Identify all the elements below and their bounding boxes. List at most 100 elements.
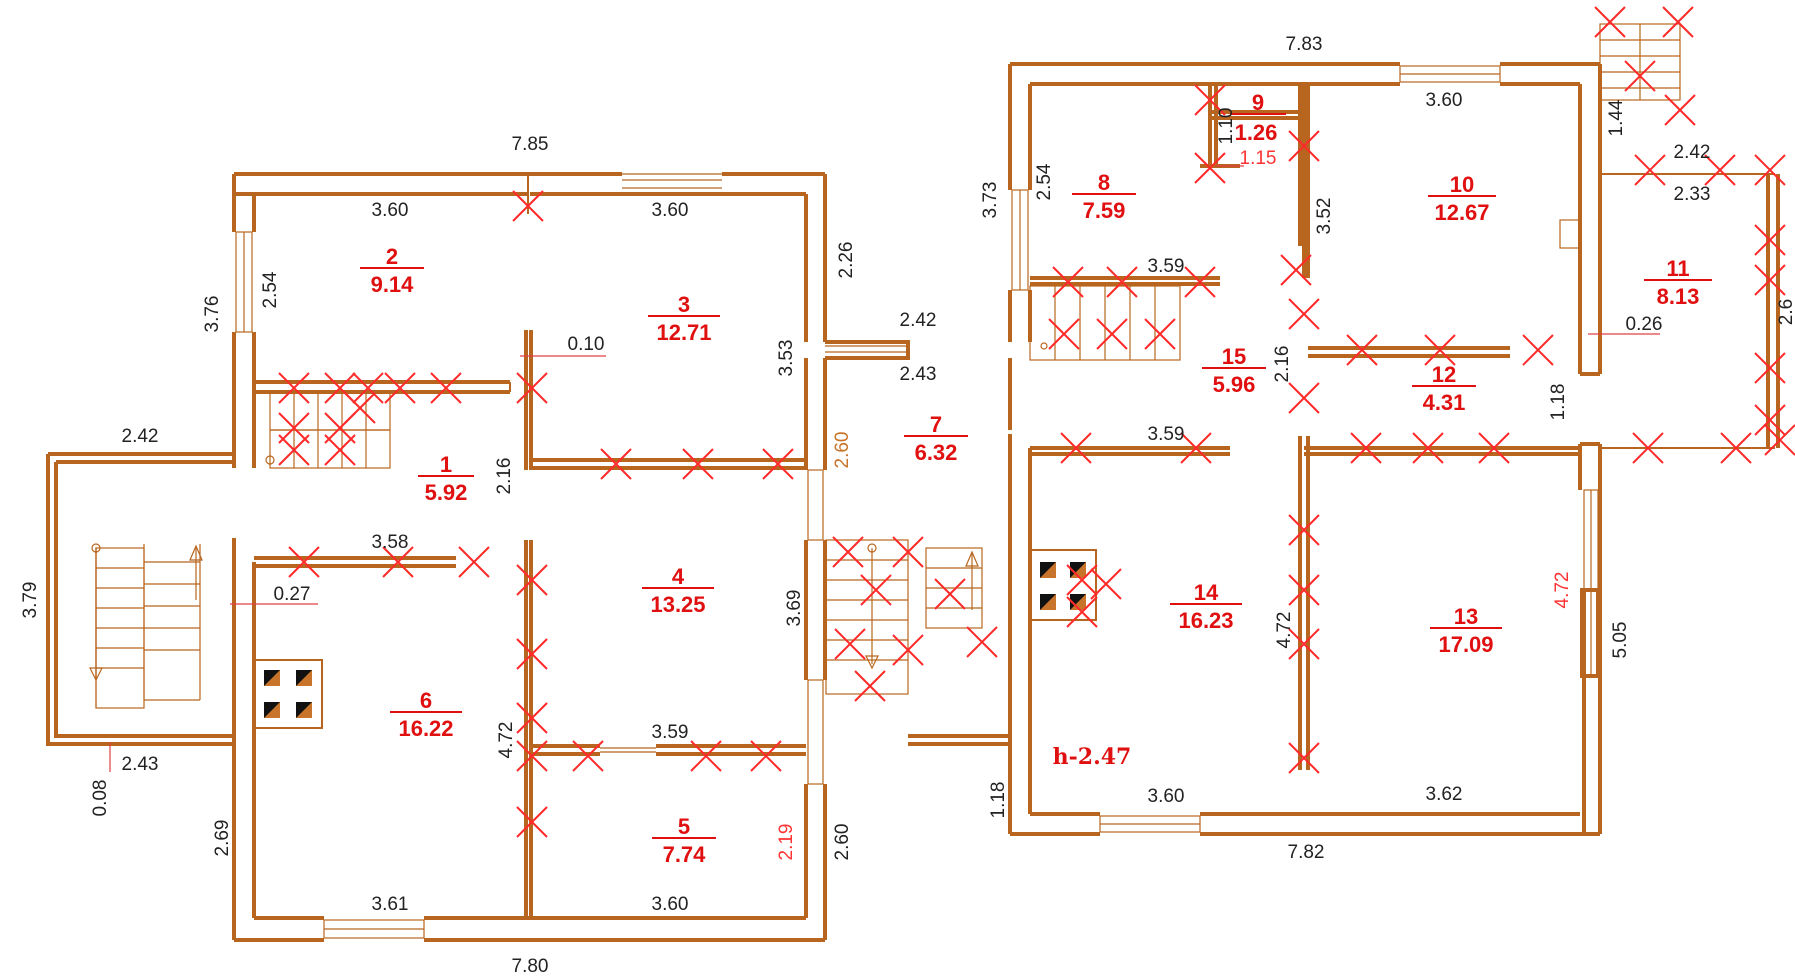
svg-text:3.59: 3.59 xyxy=(1148,256,1185,277)
svg-text:4: 4 xyxy=(672,564,685,589)
svg-text:1.18: 1.18 xyxy=(1548,384,1569,421)
cross-mark xyxy=(1184,266,1216,298)
cross-mark xyxy=(1424,334,1456,366)
svg-text:3.62: 3.62 xyxy=(1426,784,1463,805)
svg-text:10: 10 xyxy=(1450,172,1474,197)
svg-text:9: 9 xyxy=(1252,90,1264,115)
svg-text:4.72: 4.72 xyxy=(1274,612,1295,649)
cross-mark xyxy=(1288,382,1320,414)
cross-mark xyxy=(892,536,924,568)
svg-text:2.42: 2.42 xyxy=(900,310,937,331)
svg-text:3.58: 3.58 xyxy=(372,532,409,553)
cross-mark xyxy=(458,546,490,578)
cross-mark xyxy=(1754,154,1786,186)
svg-text:3.60: 3.60 xyxy=(372,200,409,221)
svg-text:1.26: 1.26 xyxy=(1235,120,1278,145)
cross-mark xyxy=(1412,432,1444,464)
svg-text:3.73: 3.73 xyxy=(980,182,1001,219)
cross-mark xyxy=(860,574,892,606)
svg-text:3.59: 3.59 xyxy=(652,722,689,743)
cross-mark xyxy=(690,740,722,772)
cross-mark xyxy=(1764,424,1795,456)
stove-icon xyxy=(1040,562,1086,610)
cross-mark xyxy=(1704,154,1736,186)
room-label-5: 5 7.74 xyxy=(652,814,716,867)
cross-mark xyxy=(382,546,414,578)
svg-text:4.31: 4.31 xyxy=(1423,390,1466,415)
cross-mark xyxy=(1052,266,1084,298)
cross-mark xyxy=(1280,254,1312,286)
cross-mark xyxy=(1048,318,1080,350)
svg-text:3.69: 3.69 xyxy=(784,590,805,627)
svg-text:2.60: 2.60 xyxy=(832,432,853,469)
svg-text:13: 13 xyxy=(1454,604,1478,629)
right-building-walls xyxy=(1008,23,1780,836)
cross-mark xyxy=(516,372,548,404)
svg-text:2.42: 2.42 xyxy=(1674,142,1711,163)
svg-text:3.79: 3.79 xyxy=(20,582,41,619)
cross-mark xyxy=(278,372,310,404)
svg-text:4.72: 4.72 xyxy=(1552,572,1573,609)
cross-mark xyxy=(1144,318,1176,350)
svg-text:6.32: 6.32 xyxy=(915,440,958,465)
room-label-15: 15 5.96 xyxy=(1202,344,1266,397)
svg-text:1.10: 1.10 xyxy=(1216,108,1237,145)
cross-mark xyxy=(1288,130,1320,162)
cross-mark xyxy=(516,638,548,670)
svg-text:5.05: 5.05 xyxy=(1610,622,1631,659)
svg-text:2.16: 2.16 xyxy=(494,458,515,495)
svg-text:17.09: 17.09 xyxy=(1438,632,1493,657)
room-label-6: 6 16.22 xyxy=(390,688,462,741)
cross-mark xyxy=(344,392,376,424)
svg-text:7.80: 7.80 xyxy=(512,956,549,976)
cross-mark xyxy=(1096,318,1128,350)
cross-mark xyxy=(892,634,924,666)
svg-text:11: 11 xyxy=(1666,256,1689,281)
cross-mark xyxy=(834,628,866,660)
svg-text:2.33: 2.33 xyxy=(1674,184,1711,205)
svg-text:3.76: 3.76 xyxy=(202,296,223,333)
svg-text:2.69: 2.69 xyxy=(212,820,233,857)
cross-mark xyxy=(1754,404,1786,436)
svg-text:14: 14 xyxy=(1194,580,1219,605)
svg-text:2.16: 2.16 xyxy=(1272,346,1293,383)
svg-text:5: 5 xyxy=(678,814,690,839)
svg-text:3.60: 3.60 xyxy=(652,200,689,221)
cross-mark xyxy=(600,448,632,480)
cross-mark xyxy=(278,412,310,444)
cross-mark xyxy=(1180,432,1212,464)
cross-mark xyxy=(1478,432,1510,464)
svg-text:1.44: 1.44 xyxy=(1606,99,1627,136)
stove-icon xyxy=(264,670,312,718)
cross-mark xyxy=(682,448,714,480)
cross-mark xyxy=(1194,84,1226,116)
cross-mark xyxy=(1594,6,1626,38)
svg-text:3.59: 3.59 xyxy=(1148,424,1185,445)
cross-mark xyxy=(1632,432,1664,464)
svg-text:2.26: 2.26 xyxy=(836,242,857,279)
cross-mark xyxy=(1754,352,1786,384)
room-label-9: 9 1.26 xyxy=(1230,90,1286,145)
cross-mark xyxy=(384,372,416,404)
svg-text:3.61: 3.61 xyxy=(372,894,409,915)
svg-text:16.23: 16.23 xyxy=(1178,608,1233,633)
room-label-11: 11 8.13 xyxy=(1644,256,1712,309)
cross-mark xyxy=(1194,152,1226,184)
cross-mark xyxy=(1288,628,1320,660)
room-label-14: 14 16.23 xyxy=(1170,580,1242,633)
cross-mark xyxy=(1350,432,1382,464)
svg-text:3.52: 3.52 xyxy=(1314,198,1335,235)
svg-text:2.54: 2.54 xyxy=(260,271,281,308)
svg-text:1: 1 xyxy=(440,452,452,477)
cross-mark xyxy=(1066,596,1098,628)
cross-mark xyxy=(1754,224,1786,256)
room-label-3: 3 12.71 xyxy=(648,292,720,345)
svg-text:3.60: 3.60 xyxy=(1148,786,1185,807)
svg-text:12.71: 12.71 xyxy=(656,320,711,345)
cross-mark xyxy=(1090,568,1122,600)
svg-text:0.26: 0.26 xyxy=(1626,314,1663,335)
cross-mark xyxy=(854,670,886,702)
cross-mark xyxy=(278,434,310,466)
cross-mark xyxy=(762,448,794,480)
cross-mark xyxy=(516,806,548,838)
